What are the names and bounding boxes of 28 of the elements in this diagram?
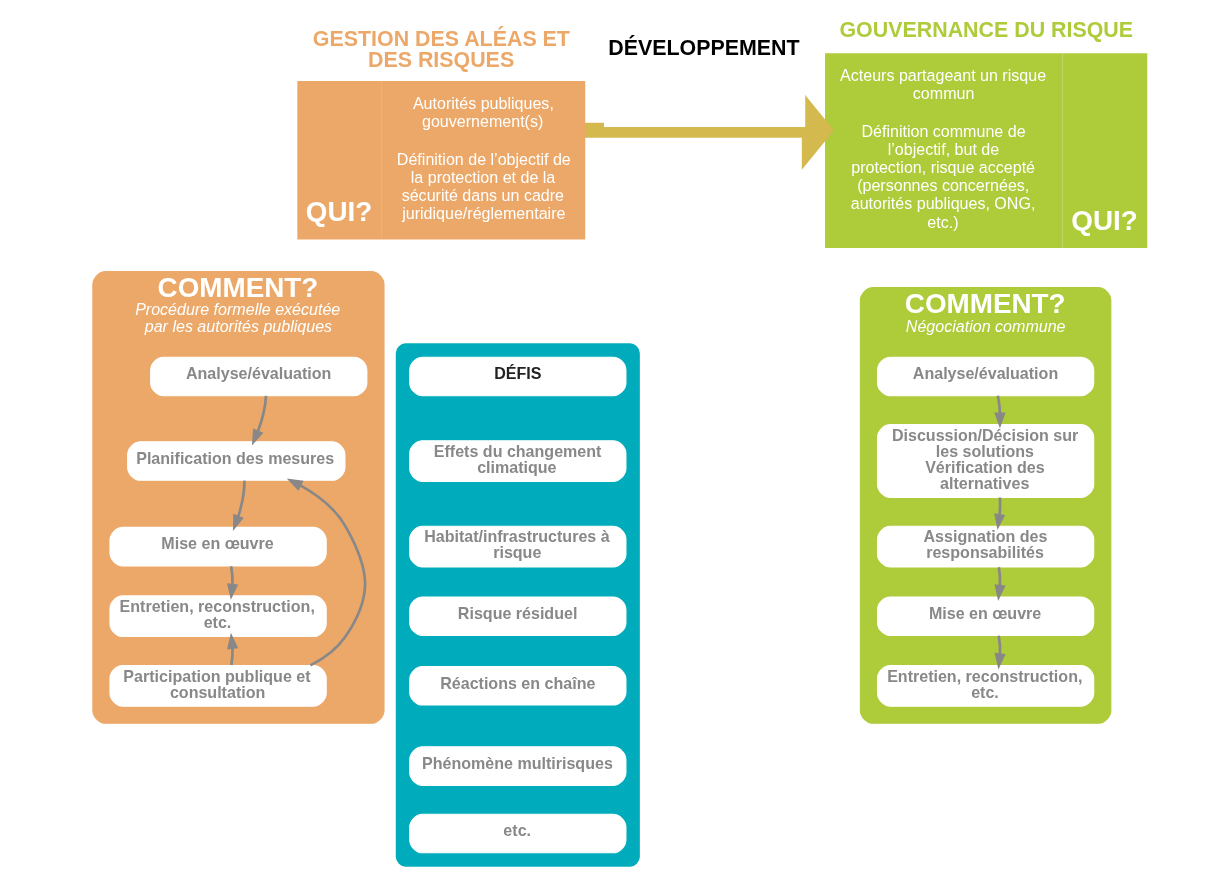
node-box: Effets du changement climatique [409, 440, 627, 482]
node-box: Assignation des responsabilités [876, 525, 1095, 568]
node-box: Phénomène multirisques [409, 746, 627, 786]
node-box: Analyse/évaluation [150, 356, 368, 397]
arrow [232, 480, 246, 531]
node-box: Participation publique et consultation [109, 664, 327, 707]
node-box: Entretien, reconstruction, etc. [876, 664, 1095, 707]
arrow [226, 565, 239, 600]
arrow [251, 395, 268, 446]
node-box: DÉFIS [409, 356, 627, 397]
arrow [994, 635, 1006, 670]
node-label: GOUVERNANCE DU RISQUE [839, 18, 1134, 43]
arrow [286, 478, 367, 667]
arrow [994, 567, 1006, 601]
node-box: Habitat/infrastructures à risque [409, 525, 627, 568]
node-label: GESTION DES ALÉAS ET DES RISQUES [312, 26, 570, 73]
node-box: Réactions en chaîne [409, 666, 627, 706]
arrow [994, 395, 1006, 429]
arrow [227, 632, 239, 666]
node-box: etc. [409, 813, 627, 854]
node-box: Risque résiduel [409, 596, 627, 637]
node-box: Mise en œuvre [876, 596, 1095, 637]
node-box: Planification des mesures [127, 441, 346, 481]
node-box: Analyse/évaluation [876, 356, 1095, 397]
node-box: Mise en œuvre [109, 526, 327, 567]
node-box: Discussion/Décision sur les solutions Vérification des alternatives [876, 424, 1095, 498]
node-box: Entretien, reconstruction, etc. [109, 595, 327, 638]
edge-label: DÉVELOPPEMENT [608, 36, 800, 61]
